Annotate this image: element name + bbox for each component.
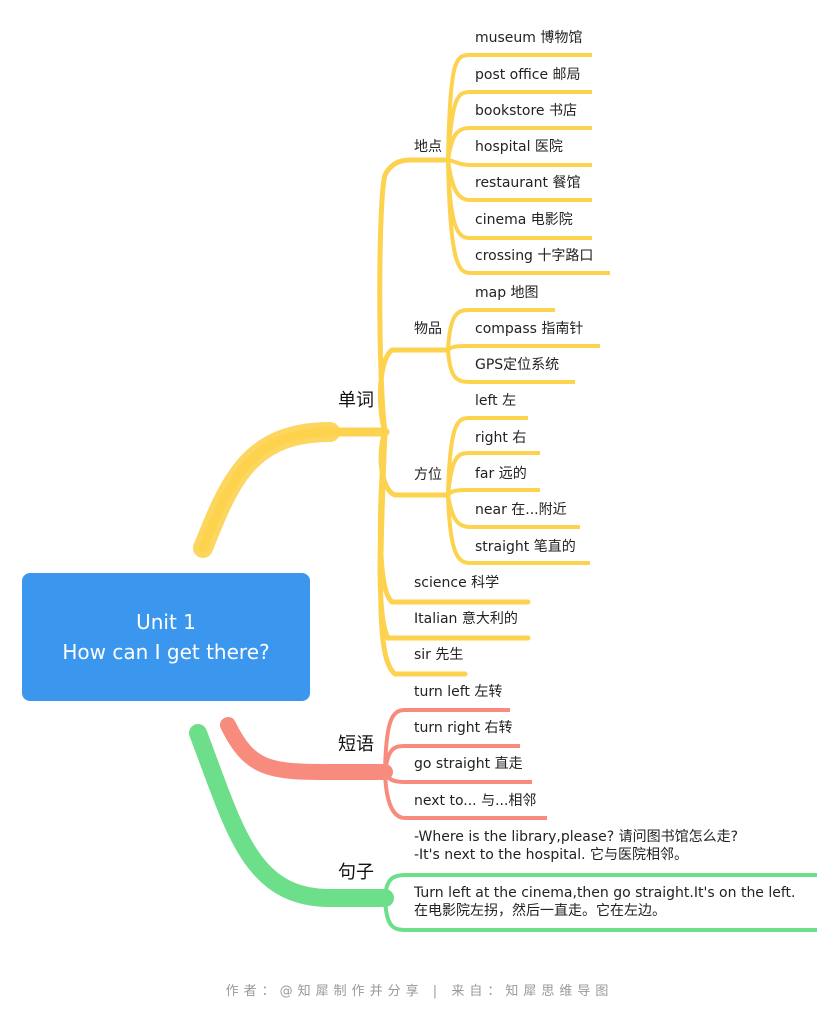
leaf-item[interactable]: post office 邮局 [475,67,581,83]
places-connectors [446,53,610,275]
sentence-line: -Where is the library,please? 请问图书馆怎么走? [414,829,739,845]
sub-label-places[interactable]: 地点 [414,139,442,155]
leaf-item[interactable]: sir 先生 [414,647,464,663]
leaf-item[interactable]: restaurant 餐馆 [475,175,581,191]
branch-connector-phrases [220,717,393,780]
sub-label-directions[interactable]: 方位 [414,467,442,483]
leaf-item[interactable]: compass 指南针 [475,321,584,337]
leaf-item[interactable]: GPS定位系统 [475,357,560,373]
leaf-item[interactable]: Italian 意大利的 [414,611,518,627]
leaf-item[interactable]: near 在...附近 [475,502,567,518]
sentence-line: -It's next to the hospital. 它与医院相邻。 [414,847,689,863]
leaf-item[interactable]: turn left 左转 [414,684,503,700]
sentences-connectors [383,873,817,932]
leaf-item[interactable]: crossing 十字路口 [475,248,594,264]
root-line-2: How can I get there? [62,640,270,664]
sentence-item[interactable]: -Where is the library,please? 请问图书馆怎么走? … [414,828,738,864]
phrases-connectors [383,708,547,820]
directions-connectors [446,416,590,565]
leaf-item[interactable]: bookstore 书店 [475,103,577,119]
sentence-line: 在电影院左拐，然后一直走。它在左边。 [414,903,666,919]
leaf-item[interactable]: turn right 右转 [414,720,513,736]
leaf-item[interactable]: hospital 医院 [475,139,563,155]
leaf-item[interactable]: cinema 电影院 [475,212,573,228]
leaf-item[interactable]: next to... 与...相邻 [414,793,537,809]
sub-label-things[interactable]: 物品 [414,321,442,337]
leaf-item[interactable]: go straight 直走 [414,756,523,772]
root-node[interactable]: Unit 1 How can I get there? [22,573,310,701]
root-line-1: Unit 1 [136,610,196,634]
leaf-item[interactable]: map 地图 [475,285,539,301]
leaf-item[interactable]: straight 笔直的 [475,539,576,555]
branch-connector-words-tail [193,422,340,558]
sentence-item[interactable]: Turn left at the cinema,then go straight… [414,884,796,920]
sentence-line: Turn left at the cinema,then go straight… [414,885,796,901]
leaf-item[interactable]: right 右 [475,430,527,446]
branch-label-words[interactable]: 单词 [338,390,374,411]
leaf-item[interactable]: far 远的 [475,466,527,482]
leaf-item[interactable]: science 科学 [414,575,500,591]
words-trunk [377,157,531,677]
leaf-item[interactable]: museum 博物馆 [475,30,583,46]
footer-credit: 作者：@知犀制作并分享 | 来自：知犀思维导图 [225,984,614,999]
things-connectors [446,308,600,384]
branch-label-phrases[interactable]: 短语 [338,734,374,755]
leaf-item[interactable]: left 左 [475,393,517,409]
branch-label-sentences[interactable]: 句子 [338,862,374,883]
branch-connector-sentences [189,724,394,907]
